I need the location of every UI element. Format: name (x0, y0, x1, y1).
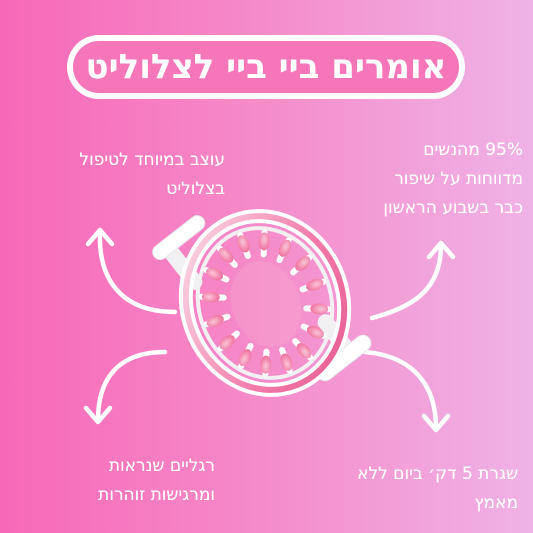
caption-top-right: 95% מהנשים מדווחות על שיפור כבר בשבוע הר… (328, 136, 523, 223)
caption-top-left-line-2: בצלוליט (166, 179, 225, 199)
caption-top-right-line-2: מדווחות על שיפור (394, 169, 523, 189)
roller-bead (296, 343, 312, 359)
roller-bead (206, 267, 224, 281)
roller-bead (237, 235, 250, 253)
roller-bead (306, 278, 324, 291)
title-banner-inner: אומרים ביי ביי לצלוליט (73, 41, 459, 93)
caption-bottom-right-line-1: שגרת 5 דק׳ ביום ללא (357, 464, 518, 484)
caption-bottom-right-line-2: מאמץ (474, 493, 518, 513)
caption-top-right-line-1: 95% מהנשים (423, 140, 523, 160)
caption-bottom-right: שגרת 5 דק׳ ביום ללא מאמץ (323, 460, 518, 518)
caption-bottom-left: רגליים שנראות ומרגישות זוהרות (30, 452, 215, 510)
roller-bead (278, 239, 292, 257)
caption-top-left-line-1: עוצב במיוחד לטיפול (79, 150, 225, 170)
caption-top-left: עוצב במיוחד לטיפול בצלוליט (10, 146, 225, 204)
caption-bottom-left-line-2: ומרגישות זוהרות (98, 485, 215, 505)
roller-bead (218, 247, 234, 263)
roller-bead (310, 303, 329, 315)
roller-bead (260, 355, 272, 374)
roller-bead (295, 256, 311, 271)
page-title: אומרים ביי ביי לצלוליט (85, 47, 447, 87)
roller-bead (219, 335, 235, 350)
title-banner: אומרים ביי ביי לצלוליט (67, 35, 465, 99)
caption-bottom-left-line-1: רגליים שנראות (108, 456, 215, 476)
roller-bead (306, 325, 324, 339)
massager-product-image (152, 209, 372, 397)
roller-bead (280, 353, 293, 371)
roller-bead (258, 232, 270, 251)
roller-bead (206, 315, 224, 328)
caption-top-right-line-3: כבר בשבוע הראשון (383, 198, 523, 218)
roller-bead (201, 291, 220, 303)
roller-bead (238, 349, 252, 367)
